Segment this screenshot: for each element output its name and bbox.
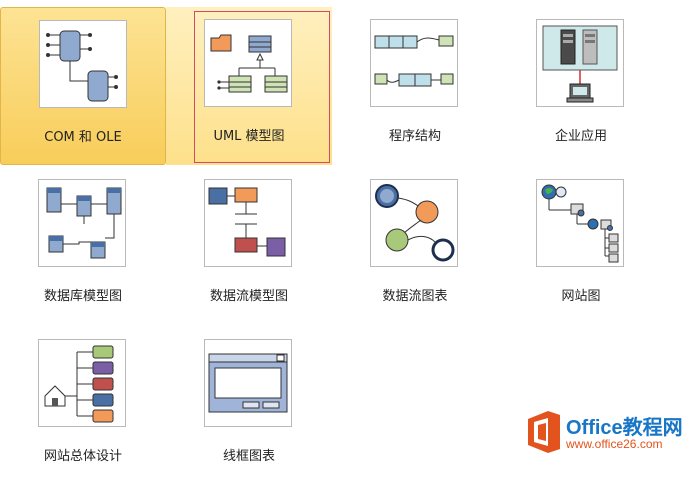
watermark-url: www.office26.com [566,437,663,451]
template-label: 线框图表 [222,449,275,464]
template-wireframe[interactable]: 线框图表 [166,327,332,485]
template-label: UML 模型图 [213,129,285,144]
template-website-map[interactable]: 网站图 [498,167,664,325]
website-design-thumbnail [38,339,126,427]
program-structure-thumbnail [370,19,458,107]
template-database-model[interactable]: 数据库模型图 [0,167,166,325]
enterprise-app-thumbnail [536,19,624,107]
template-website-design[interactable]: 网站总体设计 [0,327,166,485]
watermark: Office教程网 www.office26.com [524,407,688,459]
com-ole-thumbnail [39,20,127,108]
template-label: 企业应用 [554,129,607,144]
wireframe-thumbnail [204,339,292,427]
template-dataflow-chart[interactable]: 数据流图表 [332,167,498,325]
template-dataflow-model[interactable]: 数据流模型图 [166,167,332,325]
template-program-structure[interactable]: 程序结构 [332,7,498,165]
template-label: 数据流模型图 [209,289,288,304]
template-label: 数据流图表 [382,289,448,304]
template-label: 网站图 [561,289,601,304]
template-label: 程序结构 [388,129,441,144]
template-label: COM 和 OLE [44,130,122,145]
dataflow-chart-thumbnail [370,179,458,267]
uml-thumbnail [204,19,292,107]
template-com-ole[interactable]: COM 和 OLE [0,7,166,165]
watermark-title: Office教程网 [566,417,683,439]
template-enterprise-app[interactable]: 企业应用 [498,7,664,165]
focus-rectangle [194,11,330,163]
template-label: 网站总体设计 [43,449,122,464]
website-map-thumbnail [536,179,624,267]
database-model-thumbnail [38,179,126,267]
office-logo-icon [528,411,560,453]
template-uml[interactable]: UML 模型图 [166,7,332,165]
dataflow-model-thumbnail [204,179,292,267]
template-label: 数据库模型图 [43,289,122,304]
